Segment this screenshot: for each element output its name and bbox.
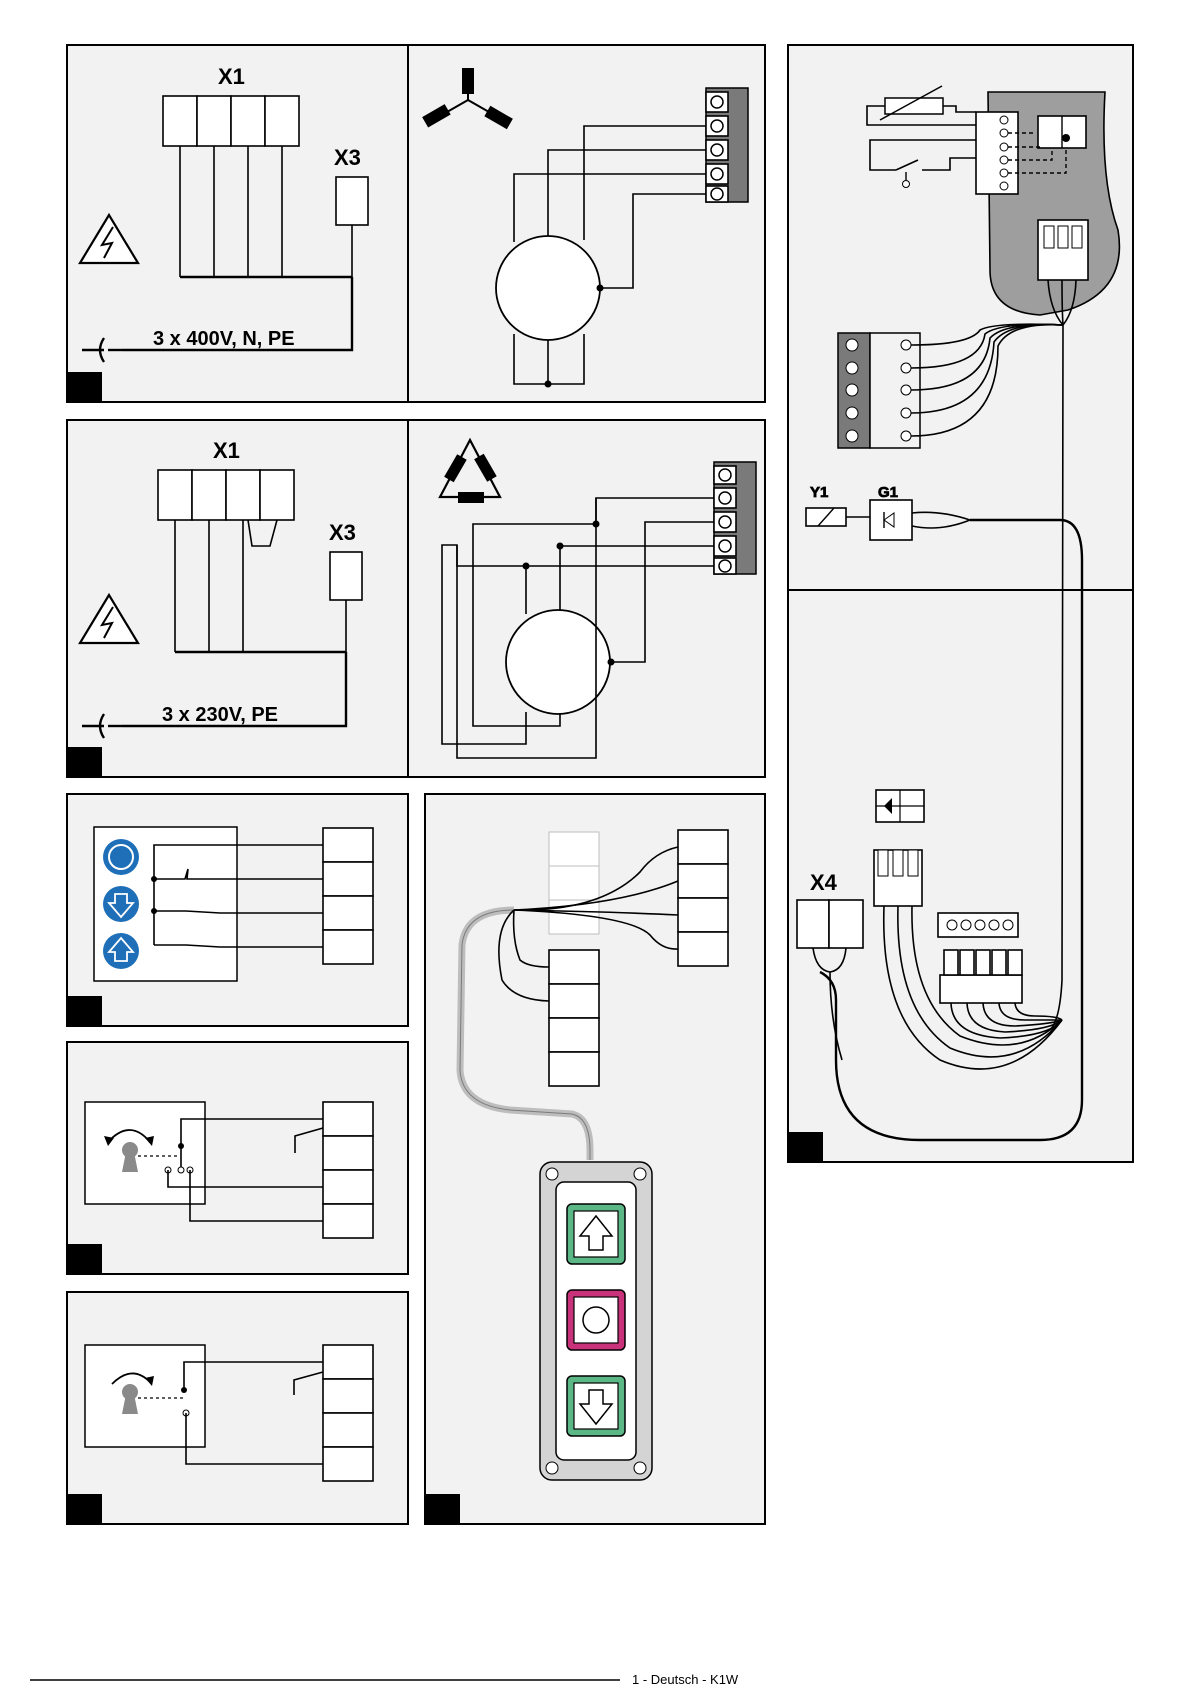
five-way-plug bbox=[940, 950, 1022, 1003]
x1-label: X1 bbox=[213, 438, 240, 463]
stop-button-icon bbox=[103, 839, 139, 875]
x4-connector bbox=[797, 900, 863, 948]
motor-symbol bbox=[496, 236, 600, 340]
supply-voltage-label: 3 x 400V, N, PE bbox=[153, 328, 295, 350]
x-terminal-column bbox=[323, 1345, 373, 1481]
stop-circle-icon bbox=[583, 1307, 609, 1333]
keyswitch-housing bbox=[85, 1102, 205, 1204]
panel-keyswitch-one-way bbox=[67, 1292, 408, 1524]
panel-delta-connection: X1 X3 3 x 230V, PE bbox=[67, 420, 765, 777]
x3-terminal bbox=[336, 177, 368, 225]
up-button-icon bbox=[103, 933, 139, 969]
panel-tab bbox=[67, 1494, 102, 1524]
x3-label: X3 bbox=[329, 520, 356, 545]
pendant-stop-button[interactable] bbox=[567, 1290, 625, 1350]
x3-label: X3 bbox=[334, 145, 361, 170]
terminal-column-lower bbox=[549, 950, 599, 1086]
keyswitch-housing bbox=[85, 1345, 205, 1447]
panel-tab bbox=[425, 1494, 460, 1524]
panel-keyswitch-two-way bbox=[67, 1042, 408, 1274]
x1-terminal-block bbox=[163, 96, 299, 146]
five-pin-connector bbox=[938, 913, 1018, 937]
board-connector bbox=[976, 112, 1018, 194]
x4-label: X4 bbox=[810, 870, 838, 895]
panel-tab bbox=[67, 747, 102, 777]
x1-terminal-block bbox=[158, 470, 294, 520]
panel-tab bbox=[788, 1132, 823, 1162]
terminal-column-right bbox=[678, 830, 728, 966]
panel-tab bbox=[67, 996, 102, 1026]
x3-terminal bbox=[330, 552, 362, 600]
x1-label: X1 bbox=[218, 64, 245, 89]
panel-pendant-control bbox=[425, 794, 765, 1524]
footer-text: 1 - Deutsch - K1W bbox=[632, 1672, 739, 1685]
panel-pushbutton-wiring bbox=[67, 794, 408, 1026]
panel-star-connection: X1 X3 3 x 400V, N, PE bbox=[67, 45, 765, 402]
motor-terminal-strip bbox=[706, 88, 748, 202]
terminal-column-faded bbox=[549, 832, 599, 934]
motor-symbol bbox=[506, 610, 610, 714]
pendant-up-button[interactable] bbox=[567, 1204, 625, 1264]
panel-tab bbox=[67, 1244, 102, 1274]
pendant-down-button[interactable] bbox=[567, 1376, 625, 1436]
down-button-icon bbox=[103, 886, 139, 922]
supply-voltage-label: 3 x 230V, PE bbox=[162, 704, 278, 726]
panel-control-wiring: Y1 G1 X4 bbox=[788, 45, 1133, 1162]
main-terminal-block bbox=[838, 333, 920, 448]
motor-terminal-strip bbox=[714, 462, 756, 574]
plug-top-icon bbox=[876, 790, 924, 822]
molex-connector bbox=[874, 850, 922, 906]
g1-label: G1 bbox=[878, 484, 898, 501]
x-terminal-column bbox=[323, 828, 373, 964]
y1-label: Y1 bbox=[810, 484, 828, 501]
panel-tab bbox=[67, 372, 102, 402]
x-terminal-column bbox=[323, 1102, 373, 1238]
